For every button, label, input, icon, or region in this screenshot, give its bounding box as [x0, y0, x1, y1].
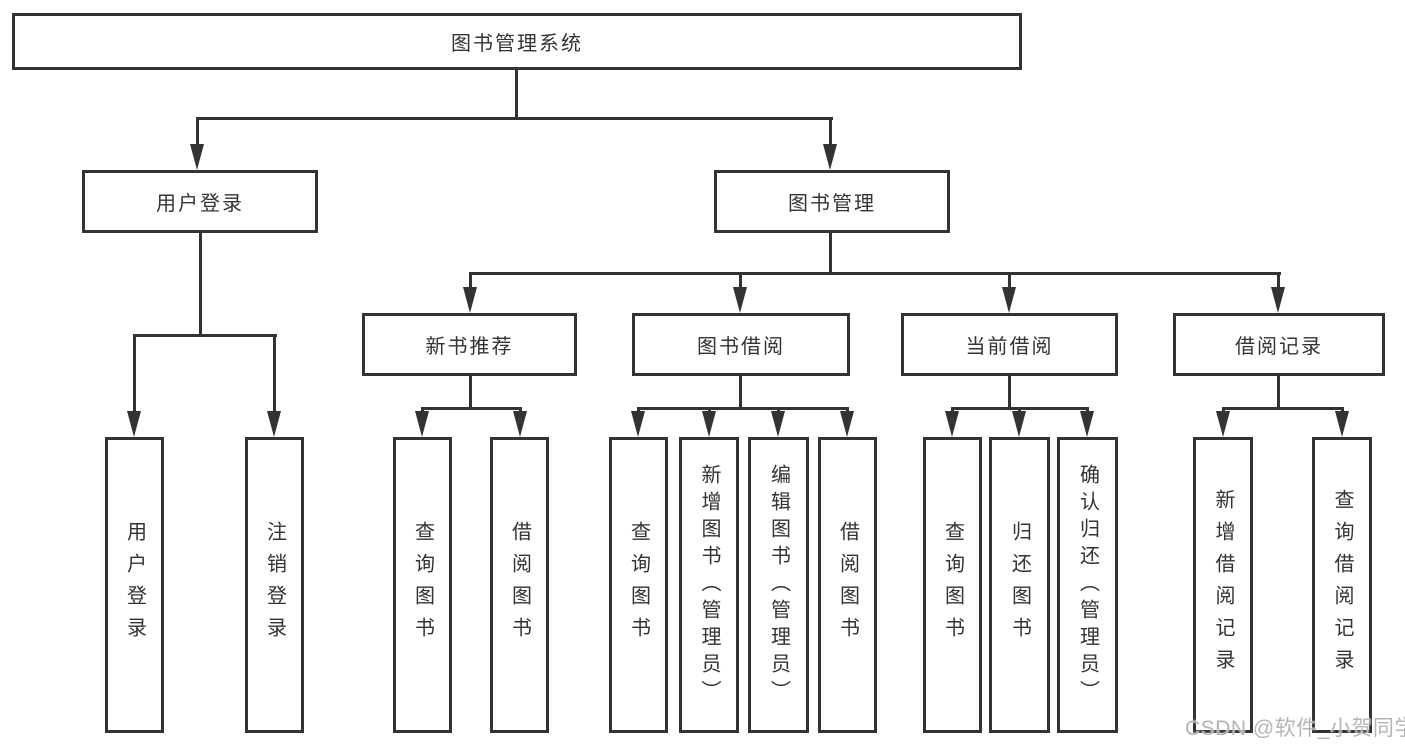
- csdn-watermark: CSDN @软件_小贺同学: [1185, 717, 1405, 740]
- arrow-down-icon: [945, 411, 959, 437]
- arrow-down-icon: [631, 411, 645, 437]
- arrow-down-icon: [513, 411, 527, 437]
- connector-borrow-stub: [739, 374, 742, 410]
- arrow-down-icon: [463, 287, 477, 313]
- connector-stem-leaf-logout: [273, 334, 276, 415]
- arrow-down-icon: [190, 144, 204, 170]
- arrow-down-icon: [702, 411, 716, 437]
- arrow-down-icon: [415, 411, 429, 437]
- arrow-down-icon: [127, 411, 141, 437]
- leaf-query-borrow-record: 查询借阅记录: [1312, 437, 1372, 733]
- connector-stem-new-book: [469, 272, 472, 292]
- leaf-query-books-current: 查询图书: [923, 437, 982, 733]
- connector-stem-user-login: [196, 117, 199, 147]
- leaf-user-login: 用户登录: [105, 437, 164, 733]
- leaf-add-borrow-record: 新增借阅记录: [1193, 437, 1253, 733]
- node-current-borrowing: 当前借阅: [901, 313, 1118, 376]
- connector-stem-leaf-login: [133, 334, 136, 415]
- arrow-down-icon: [1216, 411, 1230, 437]
- node-user-login: 用户登录: [82, 170, 318, 233]
- connector-newbook-stub: [469, 374, 472, 410]
- leaf-add-book-admin: 新增图书（管理员）: [679, 437, 739, 733]
- node-new-book-recommendation: 新书推荐: [362, 313, 577, 376]
- connector-records-stub: [1277, 374, 1280, 410]
- arrow-down-icon: [1335, 411, 1349, 437]
- node-book-borrowing: 图书借阅: [632, 313, 850, 376]
- leaf-confirm-return-admin: 确认归还（管理员）: [1057, 437, 1118, 733]
- arrow-down-icon: [840, 411, 854, 437]
- arrow-down-icon: [1080, 411, 1094, 437]
- leaf-edit-book-admin: 编辑图书（管理员）: [748, 437, 809, 733]
- connector-mgmt-split: [469, 272, 1281, 275]
- leaf-return-book: 归还图书: [989, 437, 1050, 733]
- leaf-borrow-books: 借阅图书: [818, 437, 877, 733]
- arrow-down-icon: [1271, 287, 1285, 313]
- node-book-management: 图书管理: [714, 170, 950, 233]
- arrow-down-icon: [771, 411, 785, 437]
- leaf-logout: 注销登录: [245, 437, 304, 733]
- connector-stem-book-borrow: [739, 272, 742, 292]
- connector-borrow-split: [637, 407, 849, 410]
- node-library-management-system: 图书管理系统: [12, 13, 1022, 70]
- connector-stem-records: [1277, 272, 1280, 292]
- connector-current-stub: [1008, 374, 1011, 410]
- arrow-down-icon: [823, 144, 837, 170]
- arrow-down-icon: [1002, 287, 1016, 313]
- leaf-query-books-borrow: 查询图书: [609, 437, 668, 733]
- connector-login-split: [133, 334, 277, 337]
- arrow-down-icon: [733, 287, 747, 313]
- leaf-query-books-recommend: 查询图书: [393, 437, 452, 733]
- node-borrowing-records: 借阅记录: [1173, 313, 1385, 376]
- arrow-down-icon: [1012, 411, 1026, 437]
- connector-root-split: [196, 117, 833, 120]
- connector-records-split: [1222, 407, 1343, 410]
- connector-newbook-split: [421, 407, 522, 410]
- connector-stem-book-mgmt: [829, 117, 832, 147]
- connector-login-stub: [199, 231, 202, 337]
- connector-root-stub: [515, 67, 518, 119]
- arrow-down-icon: [267, 411, 281, 437]
- connector-stem-current: [1008, 272, 1011, 292]
- connector-mgmt-stub: [829, 231, 832, 275]
- leaf-borrow-books-recommend: 借阅图书: [490, 437, 549, 733]
